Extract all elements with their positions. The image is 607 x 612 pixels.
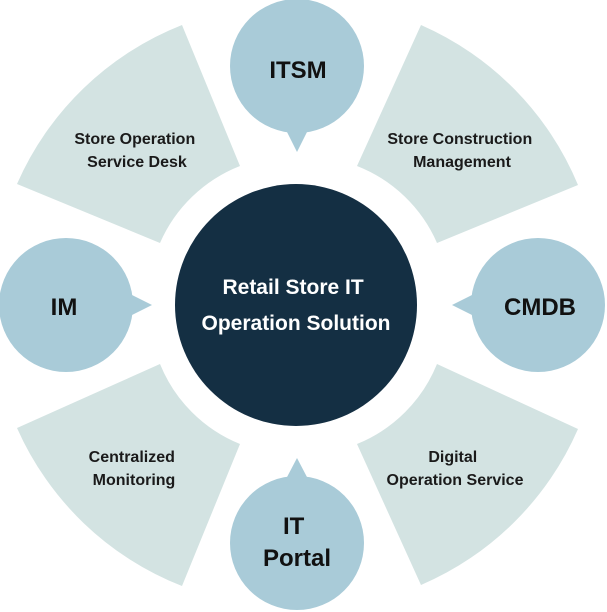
segment-store-construction-management <box>357 25 578 243</box>
bubble-label-im: IM <box>51 294 78 321</box>
bubble-im <box>0 238 152 372</box>
bubble-label-cmdb: CMDB <box>504 294 576 321</box>
segment-centralized-monitoring <box>17 364 240 586</box>
segment-label-store-operation-service-desk: Store Operation Service Desk <box>74 131 199 171</box>
bubble-label-it-portal: IT Portal <box>263 513 331 572</box>
segment-label-centralized-monitoring: Centralized Monitoring <box>89 449 180 489</box>
bubble-itsm <box>230 0 364 152</box>
segment-label-store-construction-management: Store Construction Management <box>387 131 536 171</box>
segment-label-digital-operation-service: Digital Operation Service <box>387 449 524 489</box>
bubble-cmdb <box>452 238 605 372</box>
bubble-it-portal <box>230 458 364 610</box>
bubble-label-itsm: ITSM <box>269 57 326 84</box>
center-label: Retail Store IT Operation Solution <box>202 276 391 335</box>
segment-store-operation-service-desk <box>17 25 240 243</box>
segment-digital-operation-service <box>357 364 578 585</box>
center-circle <box>175 184 417 426</box>
